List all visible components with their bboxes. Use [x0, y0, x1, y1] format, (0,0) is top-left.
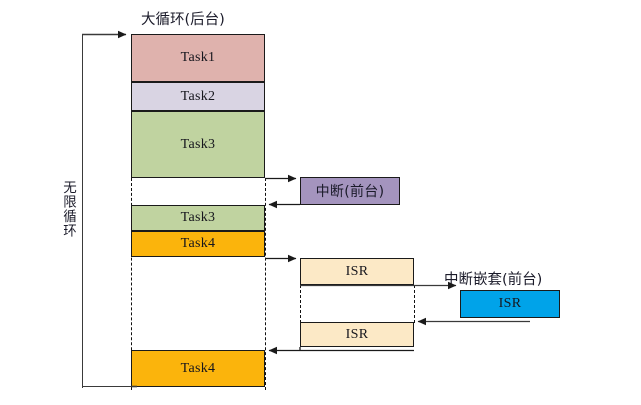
task-box-task1: Task1 — [131, 34, 265, 82]
task-box-task4-second: Task4 — [131, 350, 265, 387]
isr-box-upper: ISR — [300, 258, 414, 285]
isr-box-lower: ISR — [300, 322, 414, 347]
interrupt-box-label: 中断(前台) — [315, 184, 385, 200]
task-box-label: Task3 — [180, 210, 216, 225]
task-box-task4-first: Task4 — [131, 231, 265, 257]
isr-box-label: ISR — [345, 263, 369, 279]
task-box-label: Task1 — [180, 50, 216, 65]
task-box-label: Task3 — [180, 136, 216, 152]
task-box-task2: Task2 — [131, 82, 265, 111]
main-loop-title: 大循环(后台) — [141, 12, 225, 28]
nested-interrupt-title: 中断嵌套(前台) — [444, 272, 543, 288]
infinite-loop-label: 无限循环 — [60, 180, 76, 238]
task-box-label: Task4 — [180, 236, 216, 251]
dashed-guide-isr-right — [414, 285, 415, 323]
isr-box-label: ISR — [498, 296, 522, 311]
task-box-label: Task4 — [180, 360, 216, 376]
dashed-guide-left — [131, 178, 132, 390]
isr-box-label: ISR — [345, 326, 369, 342]
interrupt-box-front: 中断(前台) — [300, 177, 400, 205]
task-box-task3-second: Task3 — [131, 205, 265, 231]
task-box-task3-first: Task3 — [131, 111, 265, 178]
dashed-guide-right — [265, 178, 266, 390]
infinite-loop-left-spine — [82, 34, 83, 388]
bottom-caption — [232, 398, 462, 405]
task-box-label: Task2 — [180, 88, 216, 104]
dashed-guide-isr-left — [300, 285, 301, 323]
infinite-loop-bottom-segment — [82, 386, 137, 387]
isr-box-nested: ISR — [460, 290, 560, 318]
